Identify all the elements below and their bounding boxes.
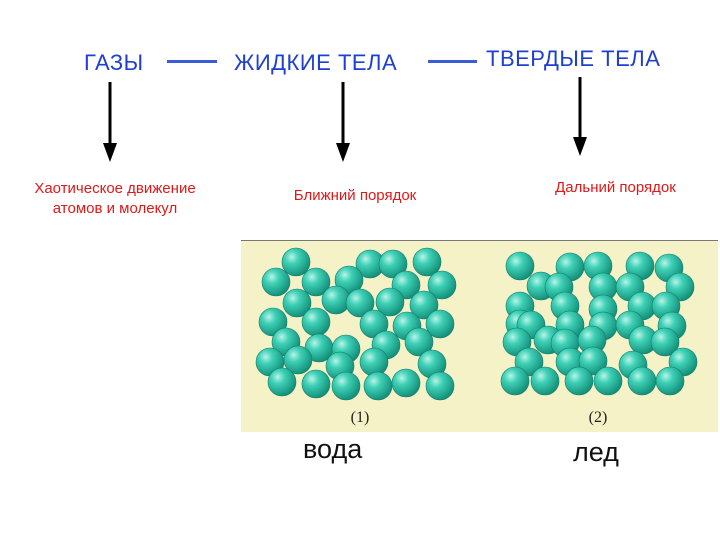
heading-solids: ТВЕРДЫЕ ТЕЛА bbox=[486, 46, 661, 71]
molecule bbox=[409, 290, 439, 320]
molecule bbox=[331, 371, 361, 401]
molecule bbox=[301, 369, 331, 399]
water-molecules bbox=[255, 247, 457, 401]
description-gases: Хаотическое движение атомов и молекул bbox=[34, 180, 196, 217]
molecule bbox=[359, 347, 389, 377]
molecule bbox=[363, 371, 393, 401]
molecule bbox=[391, 368, 421, 398]
description-solids: Дальний порядок bbox=[555, 179, 676, 196]
connector-gas-liquid bbox=[167, 60, 217, 63]
molecule bbox=[425, 309, 455, 339]
molecule bbox=[404, 327, 434, 357]
ice-molecules bbox=[500, 251, 698, 396]
molecule bbox=[425, 371, 455, 401]
panel-label-ice: (2) bbox=[589, 409, 608, 426]
molecule bbox=[412, 247, 442, 277]
molecule bbox=[505, 251, 535, 281]
molecule bbox=[500, 366, 530, 396]
molecule bbox=[282, 288, 312, 318]
molecule bbox=[283, 345, 313, 375]
molecule bbox=[375, 287, 405, 317]
arrow-solids bbox=[573, 77, 587, 156]
molecule bbox=[301, 307, 331, 337]
caption-ice: лед bbox=[573, 437, 619, 467]
molecule bbox=[655, 366, 685, 396]
molecule bbox=[564, 366, 594, 396]
arrow-liquids bbox=[336, 82, 350, 162]
molecule bbox=[593, 366, 623, 396]
molecule bbox=[261, 267, 291, 297]
molecule bbox=[281, 247, 311, 277]
panel-label-water: (1) bbox=[351, 409, 370, 426]
molecule bbox=[627, 366, 657, 396]
molecule bbox=[378, 249, 408, 279]
description-liquids: Ближний порядок bbox=[293, 187, 417, 204]
heading-gases: ГАЗЫ bbox=[84, 50, 144, 75]
molecule bbox=[321, 285, 351, 315]
molecule bbox=[578, 346, 608, 376]
molecule bbox=[267, 367, 297, 397]
arrow-gases bbox=[103, 82, 117, 162]
molecule bbox=[530, 366, 560, 396]
connector-liquid-solid bbox=[428, 60, 477, 63]
heading-liquids: ЖИДКИЕ ТЕЛА bbox=[234, 50, 398, 75]
molecule bbox=[345, 288, 375, 318]
molecule bbox=[301, 267, 331, 297]
molecule bbox=[258, 307, 288, 337]
caption-water: вода bbox=[303, 434, 363, 464]
molecule bbox=[650, 327, 680, 357]
molecule bbox=[427, 270, 457, 300]
